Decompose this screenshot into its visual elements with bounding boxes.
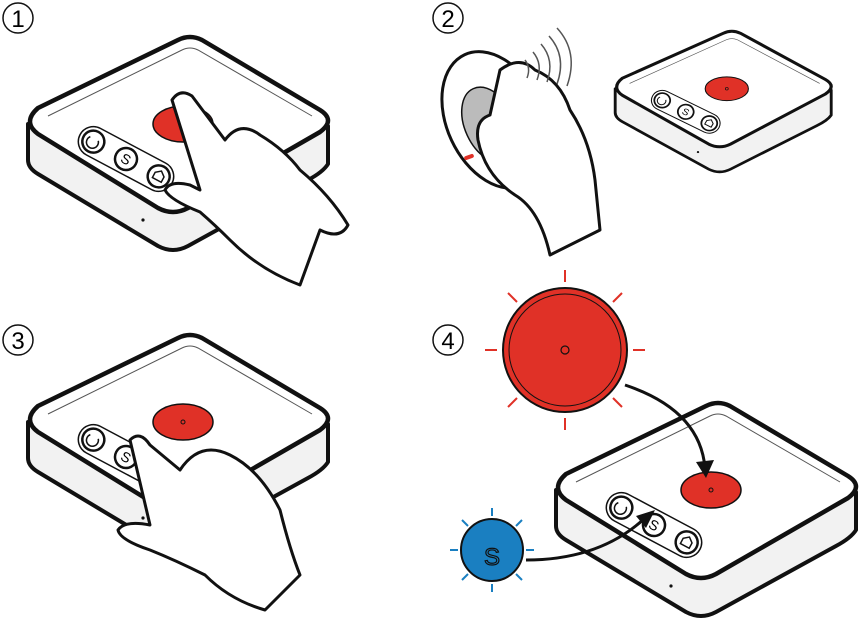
step-number: 4 (441, 328, 454, 355)
hand-icon (478, 63, 601, 256)
step-number: 3 (11, 328, 24, 355)
base-station (615, 31, 831, 172)
step-2: 2 (421, 3, 831, 255)
step-number: 2 (441, 6, 454, 33)
base-station (556, 403, 856, 616)
s-letter: S (484, 544, 500, 571)
red-button-lit-icon (485, 270, 645, 430)
step-number: 1 (11, 6, 24, 33)
s-button-lit-icon: S (450, 508, 534, 592)
step-4: 4 S (433, 270, 856, 616)
step-3: 3 (3, 325, 328, 610)
step-1: 1 (3, 3, 348, 285)
